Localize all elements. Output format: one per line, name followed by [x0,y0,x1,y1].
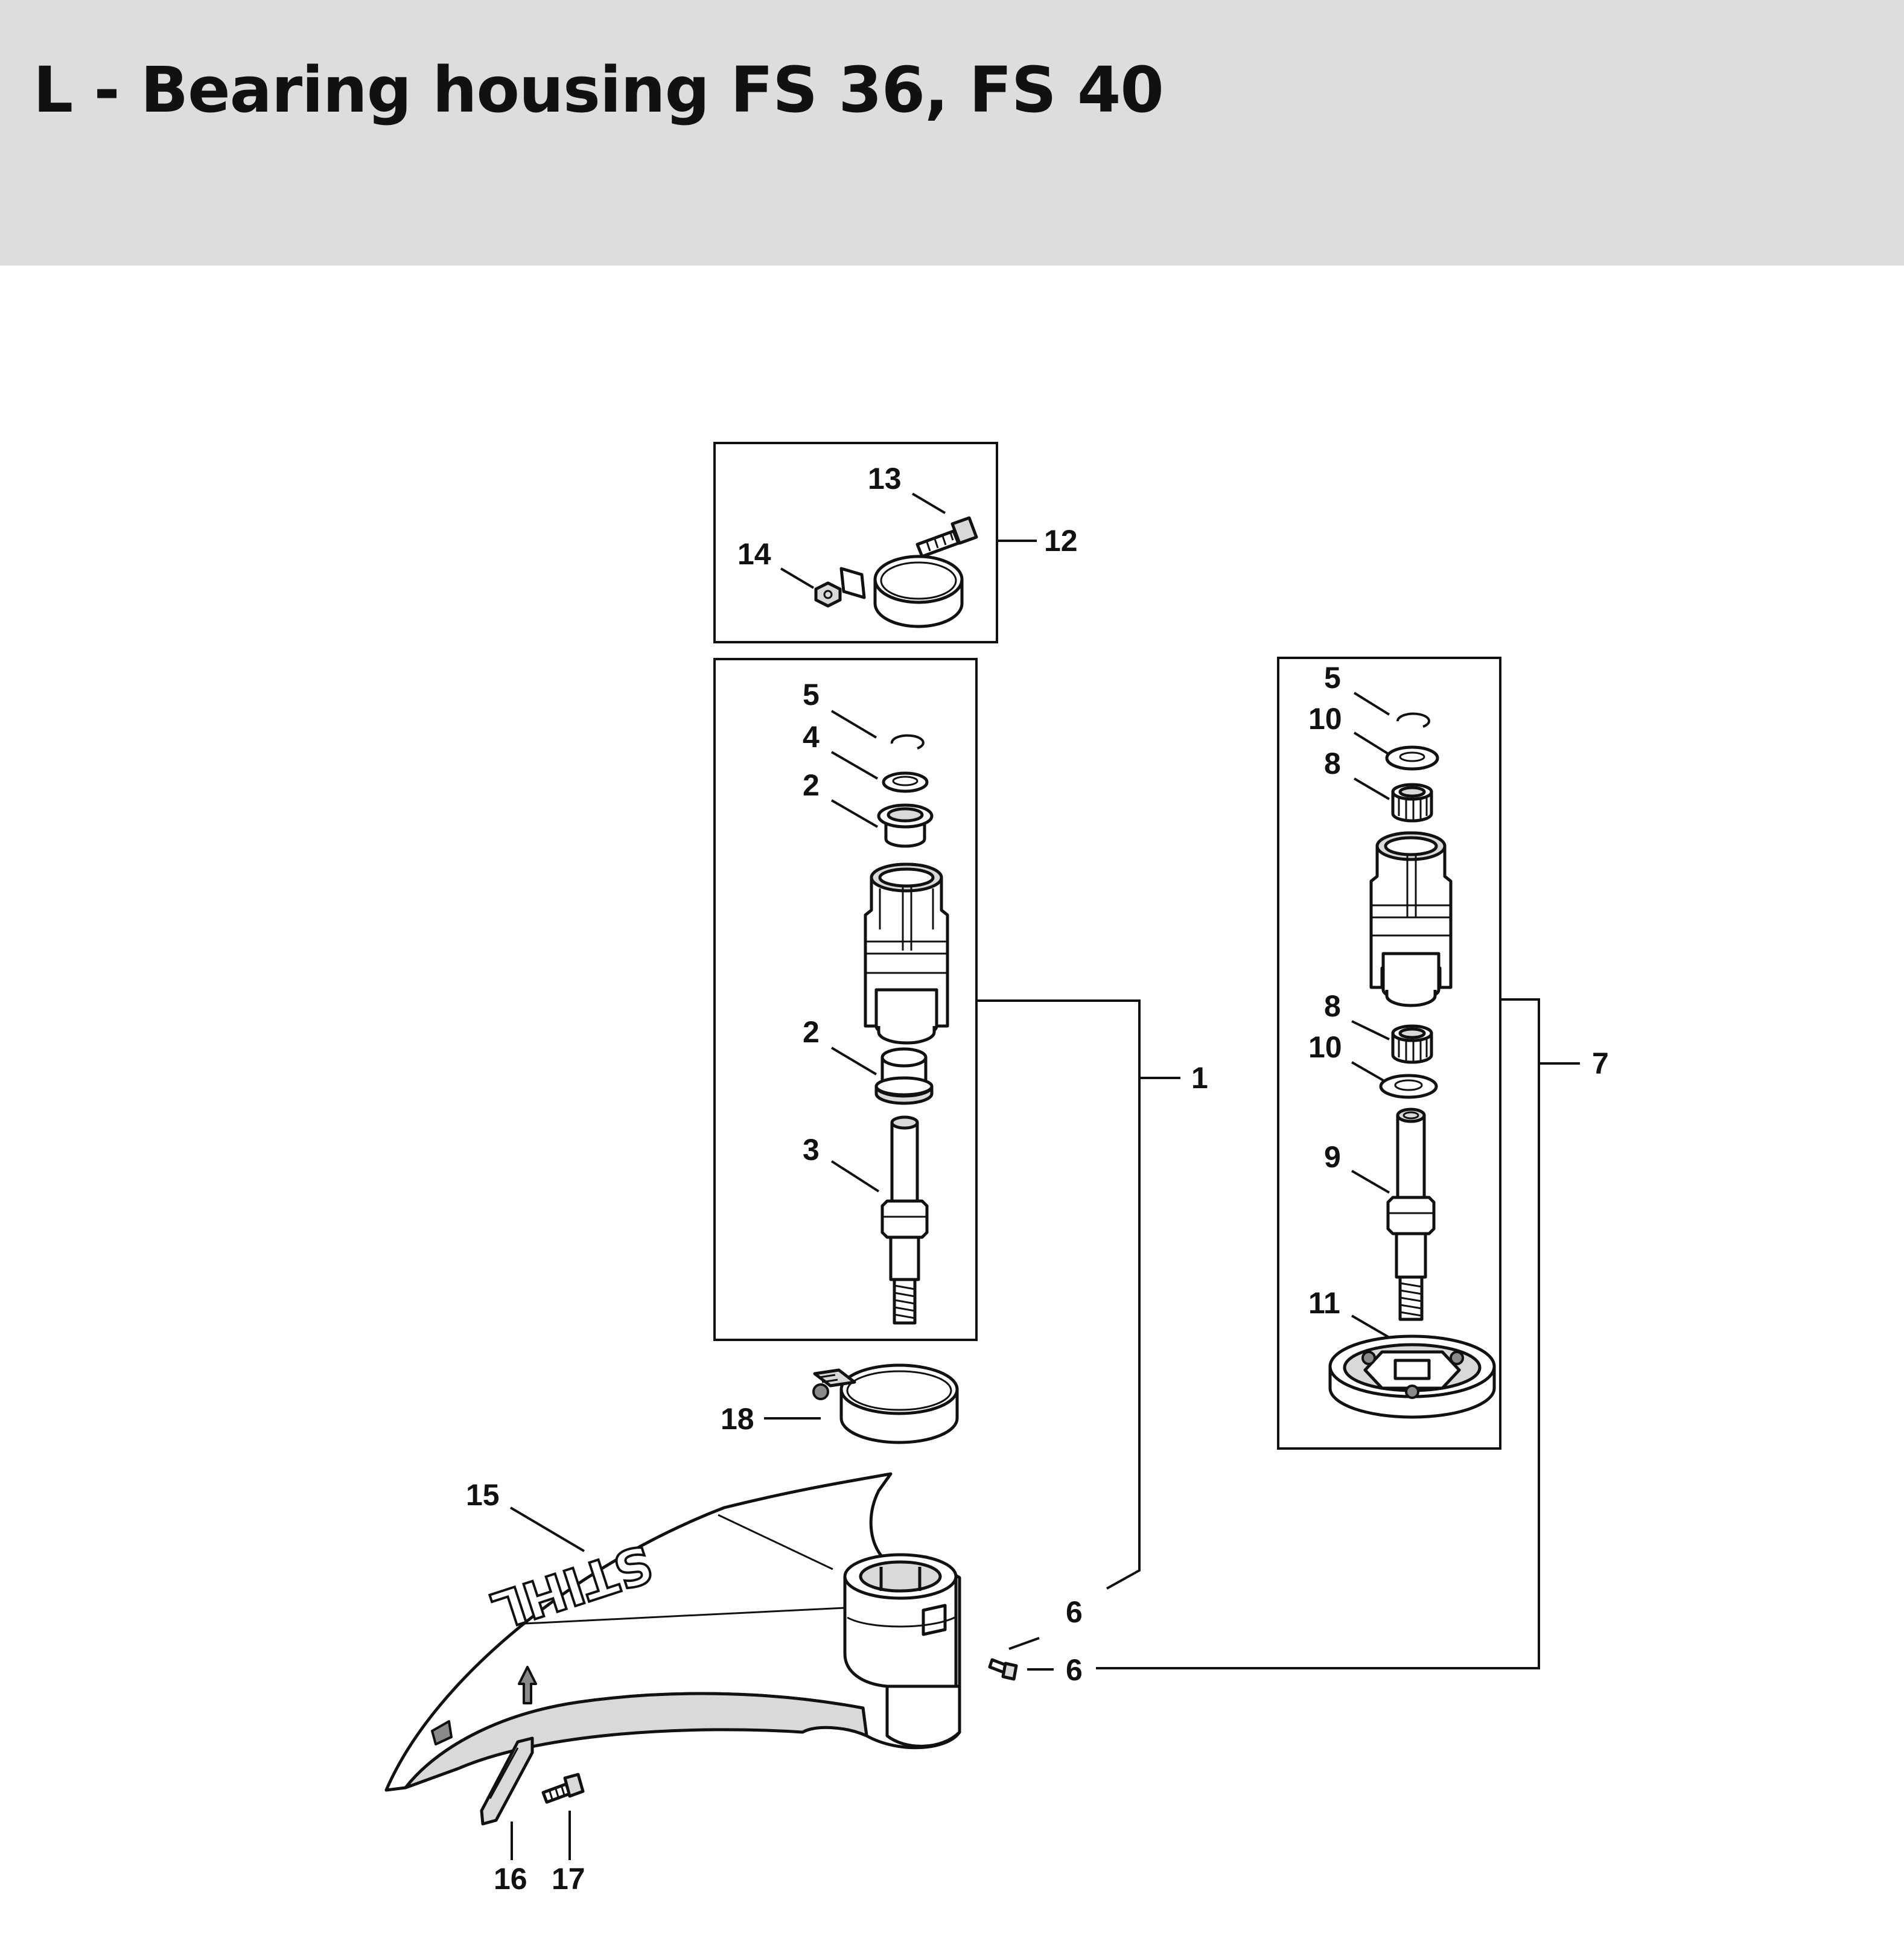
bearing-housing-body [864,862,949,1045]
nut-14 [814,581,842,608]
clamp-kit-group: 12 13 14 [713,442,1078,643]
page-title: L - Bearing housing FS 36, FS 40 [33,53,1164,127]
bearing-housing-1-group: 5 4 2 [713,658,1208,1590]
thrust-plate-11 [1328,1334,1496,1419]
callout-5-right: 5 [1324,661,1341,695]
callout-6-top: 6 [1066,1595,1083,1629]
callout-18: 18 [721,1402,754,1436]
callout-14: 14 [737,537,771,571]
callout-17: 17 [552,1862,585,1896]
bushing-2-bottom [874,1047,934,1105]
bearing-housing-7-box [1277,657,1501,1450]
bearing-housing-7-group: 5 10 8 [1096,657,1609,1669]
callout-10-top: 10 [1308,702,1342,736]
callout-8-bottom: 8 [1324,989,1341,1023]
callout-15: 15 [466,1478,500,1512]
callout-2-top: 2 [803,768,820,802]
drive-shaft-3 [880,1115,929,1325]
tube-clamp-12 [839,555,964,628]
needle-bearing-8-bottom [1391,1024,1433,1064]
washer-4 [882,771,929,793]
deflector-guard-15: STIHL [384,1472,961,1792]
screw-17 [541,1773,585,1804]
cutter-plate-16 [480,1736,534,1826]
circlip-5-right [1396,712,1430,728]
callout-5-left: 5 [803,678,820,712]
callout-16: 16 [494,1862,527,1896]
callout-10-bottom: 10 [1308,1030,1342,1064]
header-bar: L - Bearing housing FS 36, FS 40 [0,0,1904,266]
callout-3: 3 [803,1133,820,1167]
hose-clamp-18 [812,1363,959,1444]
callout-13: 13 [868,462,902,496]
screw-13 [915,516,978,558]
callout-4: 4 [803,720,820,754]
callout-2-bottom: 2 [803,1015,820,1049]
bearing-housing-body-7 [1369,831,1453,1007]
needle-bearing-8-top [1391,783,1433,823]
callout-1: 1 [1191,1061,1208,1095]
callout-12: 12 [1044,524,1078,558]
callout-8-top: 8 [1324,747,1341,780]
callout-7: 7 [1592,1047,1609,1080]
circlip-5-left [890,734,925,750]
callout-9: 9 [1324,1140,1341,1174]
callout-6-bottom: 6 [1066,1653,1083,1687]
screw-6 [988,1658,1018,1681]
callout-11: 11 [1308,1286,1340,1320]
bushing-2-top [877,803,934,848]
washer-10-bottom [1379,1074,1438,1099]
washer-10-top [1385,745,1439,771]
clamp-kit-box [713,442,998,643]
drive-shaft-9 [1386,1108,1436,1321]
